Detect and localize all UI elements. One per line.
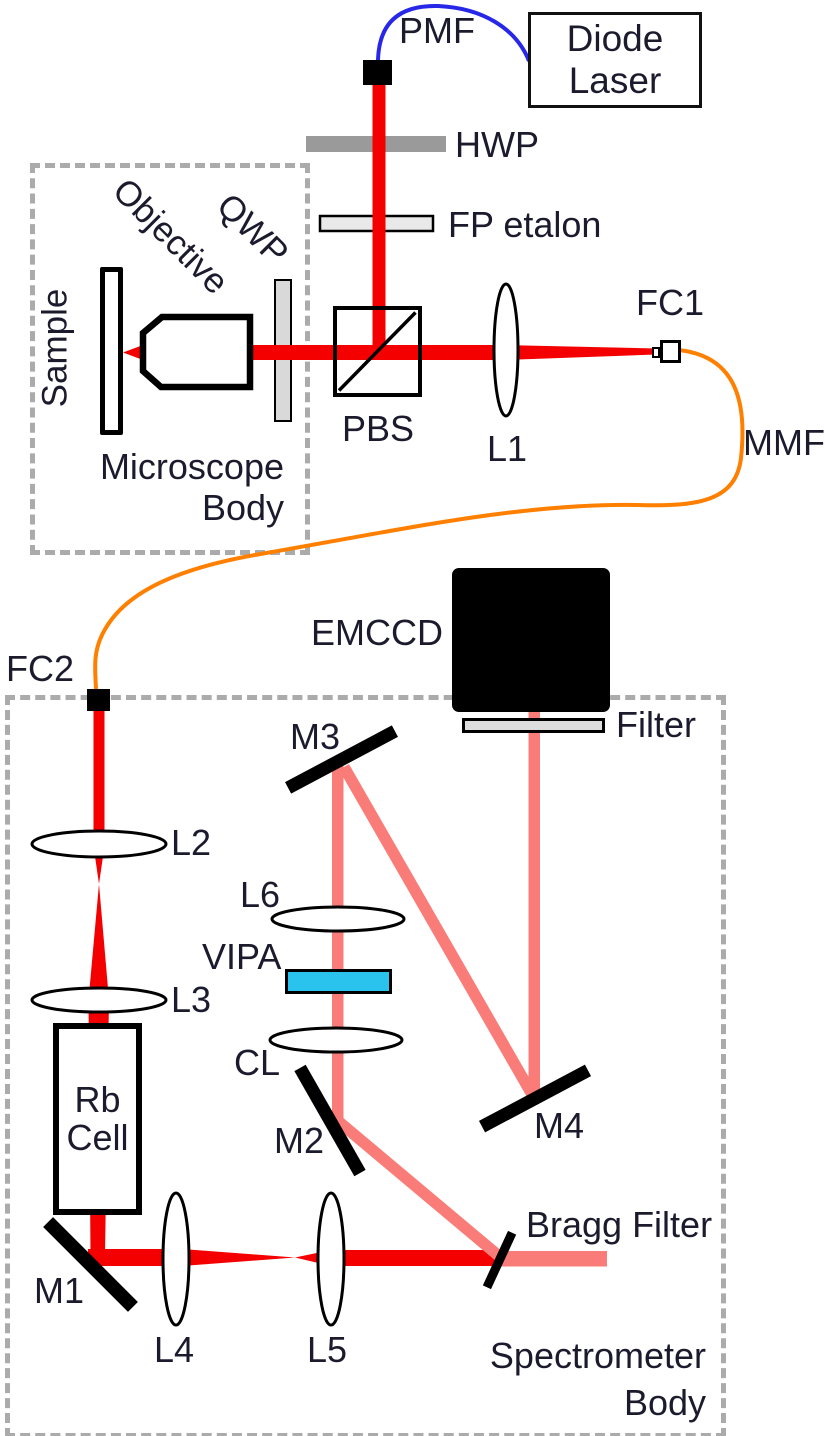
cl-label: CL bbox=[234, 1042, 281, 1083]
pbs-label: PBS bbox=[342, 408, 415, 449]
l4-label: L4 bbox=[154, 1329, 195, 1370]
microscope-body-line2: Body bbox=[201, 487, 284, 528]
pbs-frame bbox=[333, 306, 422, 397]
pmf-label: PMF bbox=[399, 10, 475, 51]
hwp-label: HWP bbox=[455, 124, 539, 165]
emccd-label: EMCCD bbox=[311, 612, 443, 653]
lens-cl bbox=[268, 1026, 404, 1054]
objective-body bbox=[139, 313, 254, 391]
sample-label: Sample bbox=[35, 288, 75, 408]
m2-label: M2 bbox=[274, 1120, 325, 1161]
spectrometer-body-label: Spectrometer Body bbox=[400, 1332, 706, 1426]
mirror-m2 bbox=[294, 1064, 366, 1177]
mirror-m3 bbox=[285, 725, 398, 794]
m1-label: M1 bbox=[34, 1270, 85, 1311]
pbs-diagonal bbox=[337, 311, 417, 392]
bragg-filter-plate bbox=[482, 1230, 517, 1290]
lens-l3 bbox=[30, 986, 168, 1014]
mmf-label: MMF bbox=[743, 422, 825, 463]
rb-cell-label-line2: Cell bbox=[66, 1117, 129, 1158]
fc1-coupler-nub bbox=[652, 347, 660, 358]
spectrometer-body-line2: Body bbox=[623, 1382, 706, 1423]
mirrors bbox=[43, 725, 592, 1312]
l1-label: L1 bbox=[487, 428, 528, 469]
l2-label: L2 bbox=[171, 822, 212, 863]
microscope-body-line1: Microscope bbox=[99, 446, 284, 487]
fc2-coupler bbox=[87, 689, 110, 711]
fc2-label: FC2 bbox=[6, 648, 75, 689]
lens-l5 bbox=[316, 1191, 346, 1327]
lens-l6 bbox=[270, 905, 406, 933]
emccd-camera bbox=[452, 568, 610, 712]
fp-etalon-label: FP etalon bbox=[448, 204, 602, 245]
lens-l4 bbox=[161, 1191, 191, 1327]
rb-cell: Rb Cell bbox=[53, 1023, 142, 1215]
vipa-label: VIPA bbox=[202, 936, 282, 977]
lens-l1 bbox=[492, 282, 520, 418]
mirror-m4 bbox=[478, 1064, 592, 1133]
filter-plate bbox=[462, 718, 605, 733]
diode-laser-label-line1: Diode bbox=[566, 18, 664, 59]
spectrometer-body-box bbox=[5, 695, 726, 1436]
fc1-label: FC1 bbox=[636, 282, 705, 323]
fc1-coupler bbox=[660, 340, 681, 363]
pmf-fiber bbox=[376, 3, 531, 62]
sample-slide bbox=[100, 267, 123, 435]
pink-beams bbox=[332, 712, 607, 1267]
bragg-filter-label: Bragg Filter bbox=[526, 1204, 713, 1245]
lens-l2 bbox=[30, 829, 168, 859]
rb-cell-label-line1: Rb bbox=[74, 1079, 121, 1120]
filter-label: Filter bbox=[616, 704, 696, 745]
mirror-m1 bbox=[43, 1217, 138, 1312]
m4-label: M4 bbox=[534, 1105, 585, 1146]
lenses bbox=[30, 282, 520, 1327]
spectrometer-body-line1: Spectrometer bbox=[489, 1335, 706, 1376]
mmf-fiber bbox=[93, 348, 745, 690]
l6-label: L6 bbox=[240, 874, 281, 915]
diode-laser-box: Diode Laser bbox=[528, 12, 702, 108]
m3-label: M3 bbox=[290, 716, 341, 757]
diode-laser-label-line2: Laser bbox=[568, 60, 662, 101]
vipa-etalon bbox=[285, 969, 392, 994]
fiber-port-square bbox=[363, 60, 392, 85]
l5-label: L5 bbox=[307, 1329, 348, 1370]
microscope-body-label: Microscope Body bbox=[60, 446, 284, 528]
l3-label: L3 bbox=[171, 979, 212, 1020]
